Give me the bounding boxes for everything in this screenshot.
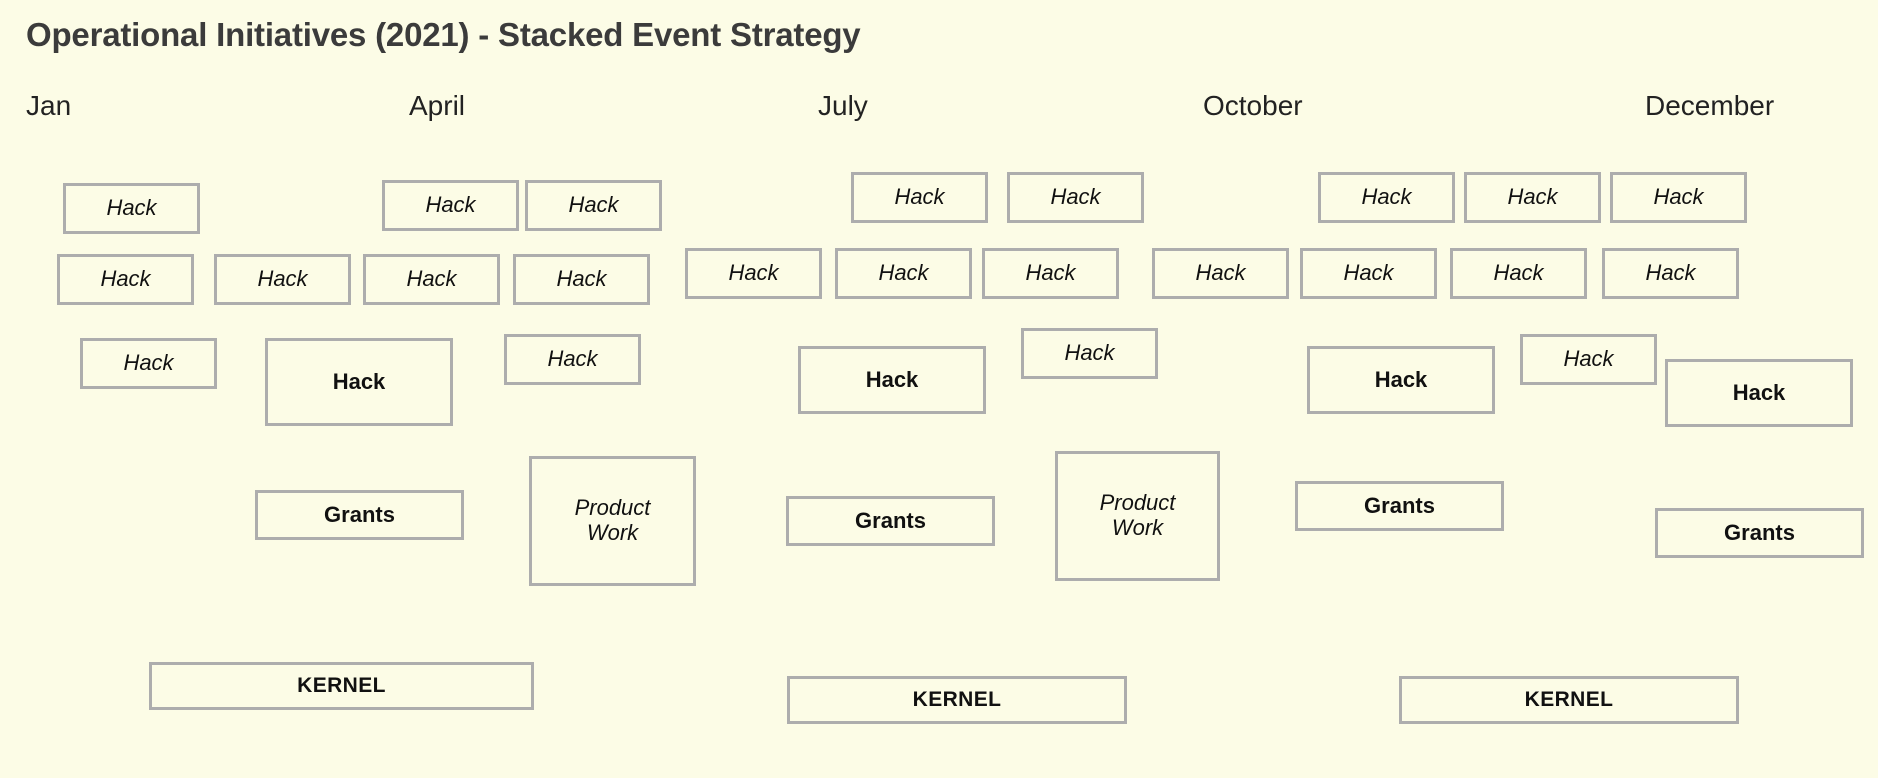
event-box-label: Hack: [1343, 260, 1394, 286]
event-box-hack[interactable]: Hack: [57, 254, 194, 305]
event-box-label: Hack: [865, 366, 919, 392]
event-box-grants[interactable]: Grants: [1655, 508, 1864, 558]
event-box-label: Hack: [332, 368, 386, 394]
event-box-label: Hack: [1493, 260, 1544, 286]
event-box-label: Grants: [1724, 519, 1795, 545]
event-box-hack[interactable]: Hack: [798, 346, 986, 414]
event-box-label: Hack: [406, 266, 457, 292]
event-box-hack[interactable]: Hack: [504, 334, 641, 385]
event-box-label: Grants: [1364, 492, 1435, 518]
event-box-hack[interactable]: Hack: [685, 248, 822, 299]
event-box-label: Hack: [1195, 260, 1246, 286]
event-box-label: Product Work: [1099, 490, 1176, 540]
event-box-hack[interactable]: Hack: [1152, 248, 1289, 299]
event-box-label: Hack: [556, 266, 607, 292]
event-box-label: Hack: [1732, 379, 1786, 405]
event-box-label: Hack: [728, 260, 779, 286]
event-box-product-work[interactable]: Product Work: [1055, 451, 1220, 581]
event-box-kernel[interactable]: KERNEL: [149, 662, 534, 710]
event-box-hack[interactable]: Hack: [1602, 248, 1739, 299]
event-box-hack[interactable]: Hack: [982, 248, 1119, 299]
event-box-hack[interactable]: Hack: [382, 180, 519, 231]
event-box-label: Hack: [1064, 340, 1115, 366]
event-box-kernel[interactable]: KERNEL: [787, 676, 1127, 724]
event-box-hack[interactable]: Hack: [525, 180, 662, 231]
month-label-jan: Jan: [26, 90, 72, 121]
event-box-label: KERNEL: [1524, 688, 1614, 712]
event-box-label: KERNEL: [912, 688, 1002, 712]
event-box-grants[interactable]: Grants: [255, 490, 464, 540]
event-box-label: Hack: [1025, 260, 1076, 286]
event-box-hack[interactable]: Hack: [265, 338, 453, 426]
event-box-hack[interactable]: Hack: [1464, 172, 1601, 223]
event-box-label: Hack: [1563, 346, 1614, 372]
event-box-product-work[interactable]: Product Work: [529, 456, 696, 586]
event-box-kernel[interactable]: KERNEL: [1399, 676, 1739, 724]
event-box-label: Hack: [1050, 184, 1101, 210]
event-box-label: Hack: [257, 266, 308, 292]
event-box-hack[interactable]: Hack: [1307, 346, 1495, 414]
event-box-label: Hack: [106, 195, 157, 221]
event-box-hack[interactable]: Hack: [1520, 334, 1657, 385]
event-box-hack[interactable]: Hack: [1007, 172, 1144, 223]
event-box-hack[interactable]: Hack: [513, 254, 650, 305]
event-box-label: Grants: [855, 507, 926, 533]
event-box-hack[interactable]: Hack: [80, 338, 217, 389]
event-box-label: Hack: [1374, 366, 1428, 392]
event-box-grants[interactable]: Grants: [786, 496, 995, 546]
event-box-hack[interactable]: Hack: [1318, 172, 1455, 223]
event-box-label: Grants: [324, 501, 395, 527]
month-label-october: October: [1203, 90, 1303, 121]
event-box-label: Hack: [100, 266, 151, 292]
event-box-label: Hack: [1653, 184, 1704, 210]
event-box-hack[interactable]: Hack: [63, 183, 200, 234]
page-title: Operational Initiatives (2021) - Stacked…: [26, 16, 861, 53]
event-box-hack[interactable]: Hack: [835, 248, 972, 299]
event-box-label: Hack: [1645, 260, 1696, 286]
event-box-label: Hack: [425, 192, 476, 218]
month-label-july: July: [818, 90, 868, 121]
event-box-hack[interactable]: Hack: [1300, 248, 1437, 299]
month-label-december: December: [1645, 90, 1775, 121]
event-box-hack[interactable]: Hack: [1665, 359, 1853, 427]
event-box-hack[interactable]: Hack: [1021, 328, 1158, 379]
event-box-label: KERNEL: [297, 674, 386, 698]
event-box-label: Hack: [568, 192, 619, 218]
event-box-hack[interactable]: Hack: [851, 172, 988, 223]
event-box-hack[interactable]: Hack: [363, 254, 500, 305]
event-box-label: Hack: [123, 350, 174, 376]
event-box-hack[interactable]: Hack: [1610, 172, 1747, 223]
event-box-hack[interactable]: Hack: [214, 254, 351, 305]
event-box-label: Hack: [1507, 184, 1558, 210]
event-box-label: Hack: [1361, 184, 1412, 210]
month-label-april: April: [409, 90, 466, 121]
event-box-label: Product Work: [574, 495, 651, 545]
event-box-hack[interactable]: Hack: [1450, 248, 1587, 299]
event-box-label: Hack: [894, 184, 945, 210]
event-box-grants[interactable]: Grants: [1295, 481, 1504, 531]
event-box-label: Hack: [878, 260, 929, 286]
event-box-label: Hack: [547, 346, 598, 372]
